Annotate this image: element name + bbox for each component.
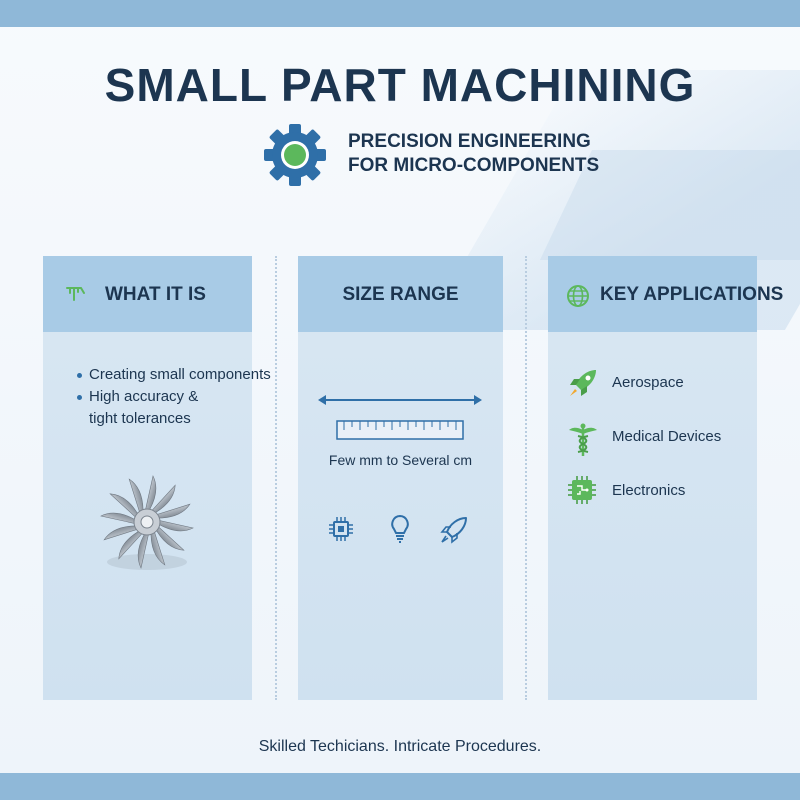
bottom-band bbox=[0, 773, 800, 800]
lightbulb-icon bbox=[391, 514, 409, 543]
double-arrow-icon bbox=[318, 395, 482, 405]
subtitle-line-1: PRECISION ENGINEERING bbox=[348, 131, 591, 152]
column-divider bbox=[275, 256, 277, 700]
circuit-chip-icon bbox=[568, 476, 596, 504]
ruler-icon bbox=[336, 420, 464, 440]
panel-header: SIZE RANGE bbox=[298, 256, 503, 332]
caduceus-icon bbox=[569, 423, 597, 456]
list-item: High accuracy & bbox=[77, 386, 287, 408]
application-label: Medical Devices bbox=[612, 428, 722, 445]
list-item: tight tolerances bbox=[89, 410, 191, 427]
rocket-icon bbox=[570, 370, 596, 396]
panel-size-range: SIZE RANGE Few mm to Several cm bbox=[298, 256, 503, 700]
subtitle-line-2: FOR MICRO-COMPONENTS bbox=[348, 155, 600, 176]
panel-header: WHAT IT IS bbox=[43, 256, 252, 332]
column-divider bbox=[525, 256, 527, 700]
rocket-icon bbox=[440, 517, 467, 544]
caliper-icon bbox=[66, 287, 85, 301]
panel-title: SIZE RANGE bbox=[342, 284, 459, 305]
turbine-impeller-image bbox=[100, 475, 194, 570]
size-range-label: Few mm to Several cm bbox=[328, 452, 473, 468]
footer-tagline: Skilled Techicians. Intricate Procedures… bbox=[258, 738, 542, 755]
panel-title: WHAT IT IS bbox=[105, 284, 206, 305]
application-label: Aerospace bbox=[612, 374, 684, 391]
page-title: SMALL PART MACHINING bbox=[104, 59, 696, 111]
application-label: Electronics bbox=[612, 482, 686, 499]
subtitle-block: PRECISION ENGINEERING FOR MICRO-COMPONEN… bbox=[262, 122, 599, 188]
panel-title: KEY APPLICATIONS bbox=[600, 284, 784, 305]
top-band bbox=[0, 0, 800, 27]
bullet-list: Creating small components High accuracy … bbox=[77, 364, 287, 430]
panel-header: KEY APPLICATIONS bbox=[548, 256, 783, 332]
list-item: Creating small components bbox=[77, 364, 287, 386]
panel-what-it-is: WHAT IT IS Creating small components Hig… bbox=[43, 256, 271, 700]
panel-key-applications: KEY APPLICATIONS Aerospace Medical Devic bbox=[548, 256, 783, 700]
globe-icon bbox=[567, 285, 589, 307]
gear-icon bbox=[264, 124, 326, 186]
subtitle: PRECISION ENGINEERING FOR MICRO-COMPONEN… bbox=[348, 130, 600, 178]
chip-icon bbox=[329, 517, 353, 541]
